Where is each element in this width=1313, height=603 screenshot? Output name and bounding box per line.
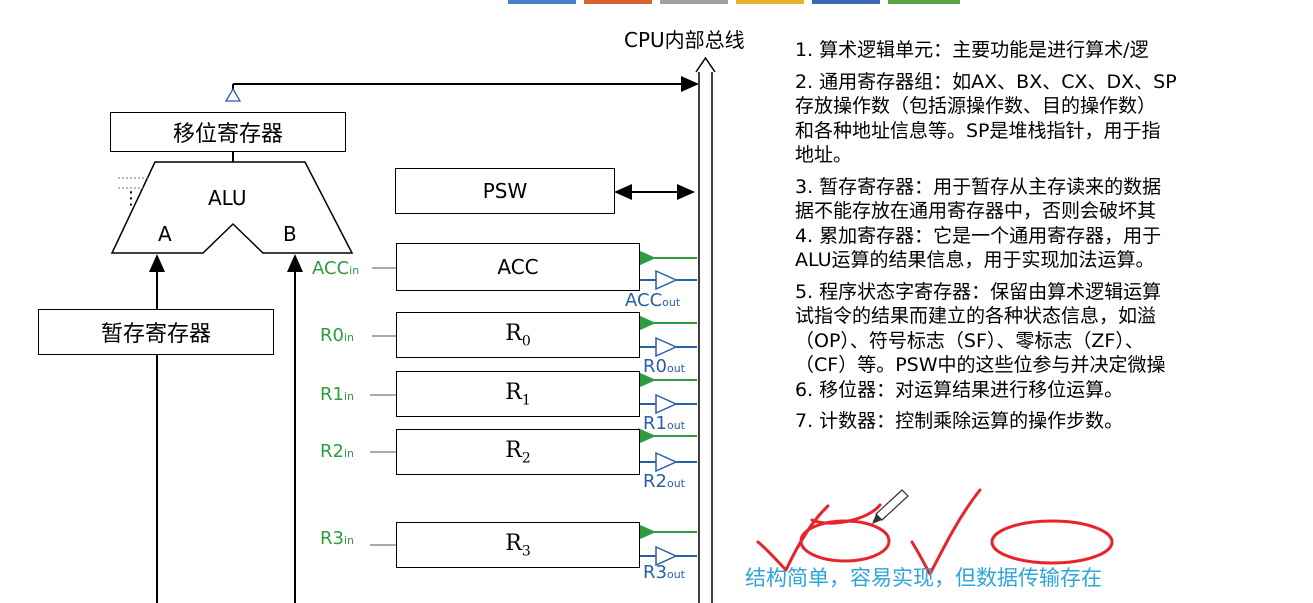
note-line-3: 存放操作数（包括源操作数、目的操作数） xyxy=(795,95,1157,117)
temp-register: 暂存寄存器 xyxy=(38,309,274,355)
shifter-label: 移位寄存器 xyxy=(172,122,283,147)
note-line-5: 地址。 xyxy=(795,144,853,166)
toolbar-tab-2 xyxy=(584,0,652,4)
note-line-1: 1. 算术逻辑单元：主要功能是进行算术/逻 xyxy=(795,39,1149,61)
bus-arrowhead xyxy=(695,56,716,73)
toolbar-tab-3 xyxy=(660,0,728,4)
note-line-6: 3. 暂存寄存器：用于暂存从主存读来的数据 xyxy=(795,175,1162,198)
r2-label: R2 xyxy=(505,437,531,467)
shifter-out-gate xyxy=(224,87,242,102)
note-line-9: ALU运算的结果信息，用于实现加法运算。 xyxy=(795,249,1155,271)
toolbar-tab-1 xyxy=(508,0,576,4)
note-line-7: 据不能存放在通用寄存器中，否则会破坏其 xyxy=(795,200,1157,222)
note-line-14: 6. 移位器：对运算结果进行移位运算。 xyxy=(795,378,1124,401)
acc-label: ACC xyxy=(497,255,539,279)
r3-out-signal: R3out xyxy=(643,562,685,583)
alu-input-a-label: A xyxy=(158,222,172,246)
r0-in-signal: R0in xyxy=(320,325,354,346)
red-annotations xyxy=(756,488,1114,576)
explanation-text: 1. 算术逻辑单元：主要功能是进行算术/逻 2. 通用寄存器组：如AX、BX、C… xyxy=(795,38,1313,434)
r0-out-gate xyxy=(640,336,697,358)
note-line-11: 试指令的结果而建立的各种状态信息，如溢 xyxy=(795,305,1157,327)
summary-text: 结构简单，容易实现，但数据传输存在 xyxy=(745,566,1102,590)
psw-register: PSW xyxy=(395,168,615,214)
r2-out-gate xyxy=(640,451,697,473)
red-check-mark-1 xyxy=(756,504,830,572)
red-circle-mul-div xyxy=(990,519,1114,565)
r1-label: R1 xyxy=(505,379,531,409)
red-check-mark-2 xyxy=(910,488,982,576)
r1-out-gate xyxy=(640,393,697,415)
r1-in-signal: R1in xyxy=(320,384,354,405)
register-r2: R2 xyxy=(396,429,640,475)
alu-shape xyxy=(110,161,354,254)
shifter-register: 移位寄存器 xyxy=(110,112,346,152)
note-line-4: 和各种地址信息等。SP是堆栈指针，用于指 xyxy=(795,119,1161,142)
note-line-12: （OP）、符号标志（SF）、零标志（ZF）、 xyxy=(795,329,1144,352)
bus-label: CPU内部总线 xyxy=(624,28,745,52)
red-circle-counter xyxy=(799,519,891,563)
alu-dots: ⋮ xyxy=(122,188,140,209)
acc-out-signal: ACCout xyxy=(625,290,681,311)
acc-out-gate xyxy=(640,269,697,291)
pen-cursor-icon xyxy=(872,489,909,524)
toolbar-tab-4 xyxy=(736,0,804,4)
acc-register: ACC xyxy=(396,243,640,291)
psw-label: PSW xyxy=(482,179,528,203)
note-line-8: 4. 累加寄存器：它是一个通用寄存器，用于 xyxy=(795,224,1162,247)
r2-in-signal: R2in xyxy=(320,441,354,462)
register-r3: R3 xyxy=(396,522,640,568)
note-line-15: 7. 计数器：控制乘除运算的操作步数。 xyxy=(795,410,1124,432)
r3-label: R3 xyxy=(505,530,531,560)
alu-input-b-label: B xyxy=(283,222,297,246)
r1-out-signal: R1out xyxy=(643,413,685,434)
temp-register-label: 暂存寄存器 xyxy=(100,322,211,347)
alu-label: ALU xyxy=(208,186,247,210)
toolbar-tab-5 xyxy=(812,0,880,4)
r3-in-signal: R3in xyxy=(320,528,354,549)
r0-label: R0 xyxy=(505,320,531,350)
register-r1: R1 xyxy=(396,371,640,417)
r3-out-gate xyxy=(640,545,697,567)
note-line-2: 2. 通用寄存器组：如AX、BX、CX、DX、SP xyxy=(795,70,1177,93)
note-line-10: 5. 程序状态字寄存器：保留由算术逻辑运算 xyxy=(795,280,1162,303)
r0-out-signal: R0out xyxy=(643,356,685,377)
register-r0: R0 xyxy=(396,312,640,358)
acc-in-signal: ACCin xyxy=(312,258,360,279)
r2-out-signal: R2out xyxy=(643,471,685,492)
toolbar-tab-6 xyxy=(888,0,960,4)
note-line-13: （CF）等。PSW中的这些位参与并决定微操 xyxy=(795,354,1166,376)
